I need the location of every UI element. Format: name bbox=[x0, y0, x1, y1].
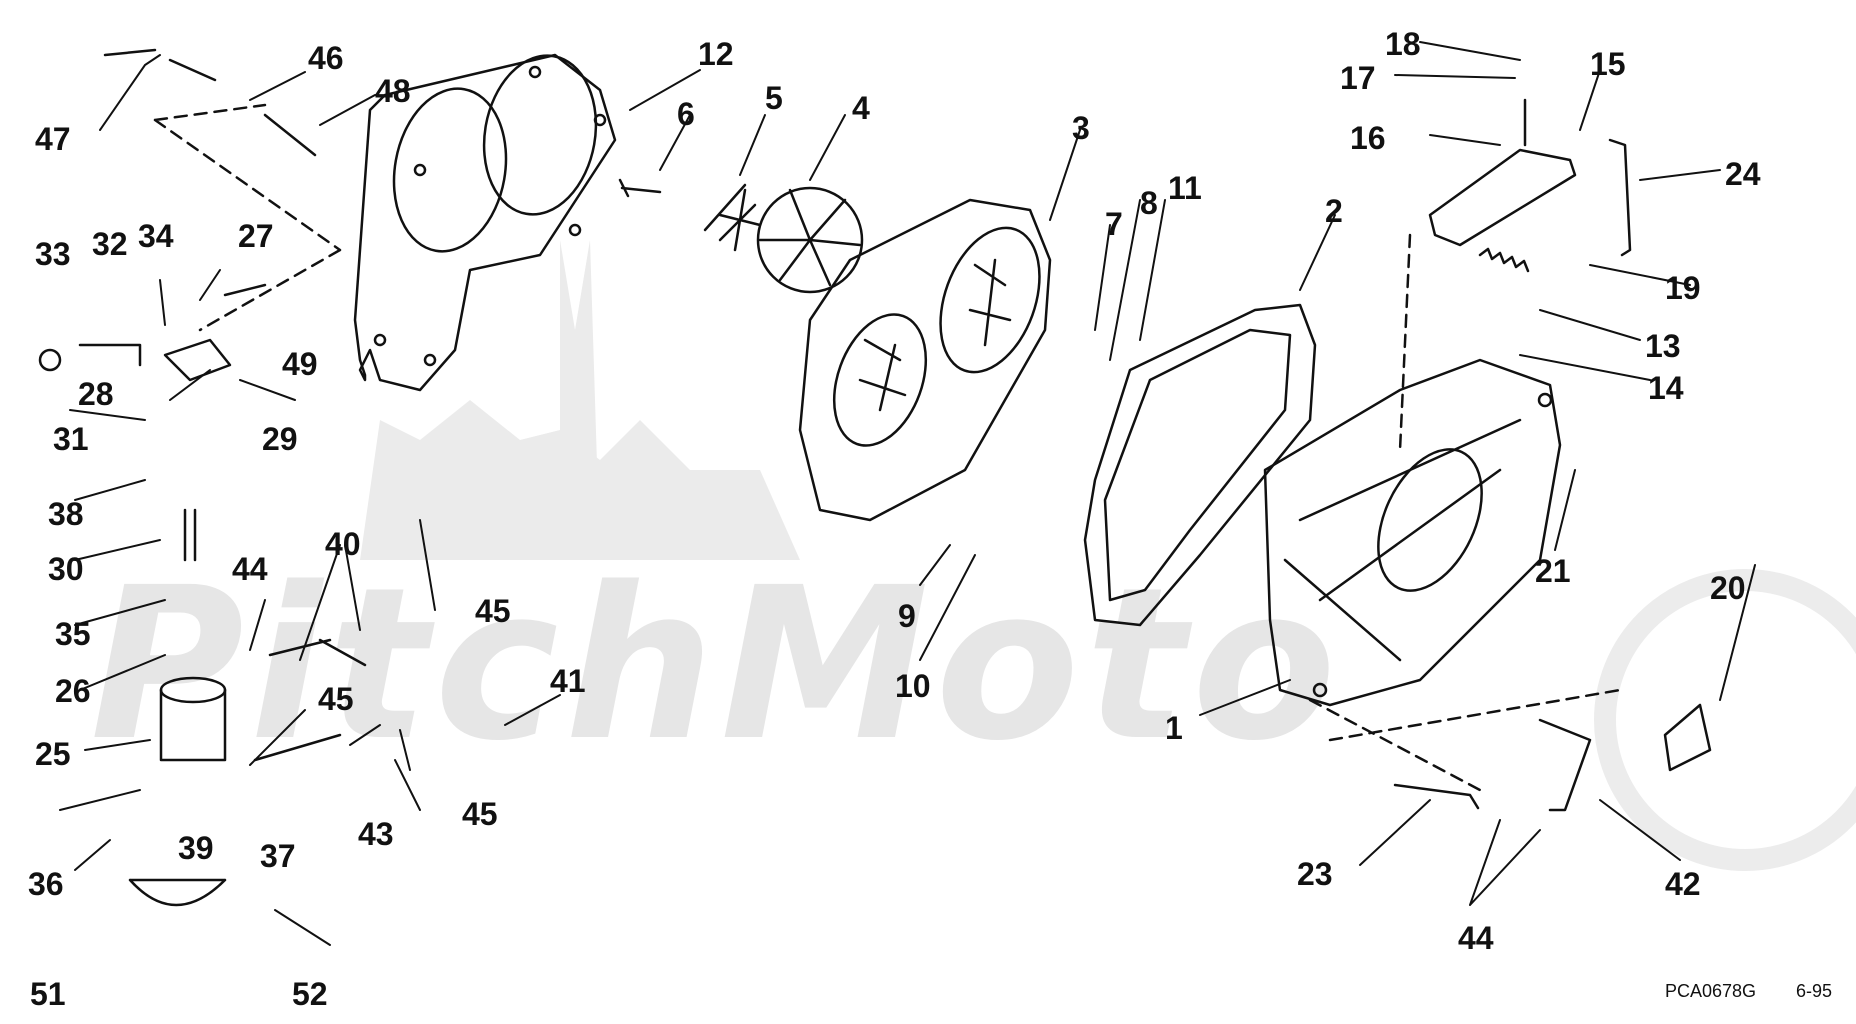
part-3-pump-body bbox=[798, 198, 1052, 522]
callout-14: 14 bbox=[1648, 370, 1684, 406]
callout-18: 18 bbox=[1385, 26, 1421, 62]
callout-15: 15 bbox=[1590, 46, 1626, 82]
callout-13: 13 bbox=[1645, 328, 1681, 364]
callout-49: 49 bbox=[282, 346, 318, 382]
assembly-lines bbox=[153, 103, 1622, 792]
part-47-hose bbox=[103, 48, 217, 82]
callout-40: 40 bbox=[325, 526, 361, 562]
callout-45-mid: 45 bbox=[318, 681, 354, 717]
callout-42: 42 bbox=[1665, 866, 1701, 902]
part-12-gasket bbox=[353, 53, 617, 392]
callout-44-right: 44 bbox=[1458, 920, 1494, 956]
callout-20: 20 bbox=[1710, 570, 1746, 606]
callout-45-bottom: 45 bbox=[462, 796, 498, 832]
callout-39: 39 bbox=[178, 830, 214, 866]
part-30-tube bbox=[183, 508, 197, 562]
callout-46: 46 bbox=[308, 40, 344, 76]
part-6-bolt bbox=[618, 178, 662, 198]
part-2-gasket bbox=[1083, 303, 1317, 627]
callout-31: 31 bbox=[53, 421, 89, 457]
part-1-cover bbox=[1263, 358, 1562, 707]
callout-38: 38 bbox=[48, 496, 84, 532]
callout-28: 28 bbox=[78, 376, 114, 412]
callout-23: 23 bbox=[1297, 856, 1333, 892]
callout-19: 19 bbox=[1665, 270, 1701, 306]
callout-21: 21 bbox=[1535, 553, 1571, 589]
watermark-church bbox=[360, 240, 800, 560]
watermark-wheel bbox=[1594, 569, 1856, 871]
part-29-plate bbox=[163, 338, 232, 382]
callout-52: 52 bbox=[292, 976, 328, 1012]
callout-29: 29 bbox=[262, 421, 298, 457]
callout-45-top: 45 bbox=[475, 593, 511, 629]
leader-lines bbox=[59, 41, 1756, 946]
callout-48: 48 bbox=[375, 73, 411, 109]
callout-5: 5 bbox=[765, 80, 783, 116]
part-48-hose bbox=[263, 113, 317, 157]
part-42-hose bbox=[1538, 718, 1592, 812]
callout-9: 9 bbox=[898, 598, 916, 634]
callout-4: 4 bbox=[852, 90, 870, 126]
callout-6: 6 bbox=[677, 96, 695, 132]
part-49-tube bbox=[223, 283, 267, 297]
part-16-lever bbox=[1428, 98, 1577, 247]
figure-code: PCA0678G bbox=[1665, 981, 1757, 1001]
callout-34: 34 bbox=[138, 218, 174, 254]
part-43-hose bbox=[253, 733, 342, 762]
callout-47: 47 bbox=[35, 121, 71, 157]
callout-33: 33 bbox=[35, 236, 71, 272]
callout-51: 51 bbox=[30, 976, 66, 1012]
part-40-hose bbox=[268, 638, 367, 667]
part-32-fitting bbox=[78, 343, 142, 367]
callout-43: 43 bbox=[358, 816, 394, 852]
callout-16: 16 bbox=[1350, 120, 1386, 156]
part-23-bolt bbox=[1393, 783, 1480, 810]
callout-27: 27 bbox=[238, 218, 274, 254]
callout-25: 25 bbox=[35, 736, 71, 772]
callout-30: 30 bbox=[48, 551, 84, 587]
part-5-valve bbox=[703, 183, 762, 252]
part-19-spring bbox=[1478, 247, 1530, 273]
figure-date: 6-95 bbox=[1796, 981, 1833, 1001]
part-33-cap bbox=[38, 348, 62, 372]
callout-35: 35 bbox=[55, 616, 91, 652]
callout-8: 8 bbox=[1140, 185, 1158, 221]
callout-26: 26 bbox=[55, 673, 91, 709]
callout-24: 24 bbox=[1725, 156, 1761, 192]
callout-10: 10 bbox=[895, 668, 931, 704]
callout-36: 36 bbox=[28, 866, 64, 902]
callout-37: 37 bbox=[260, 838, 296, 874]
callout-1: 1 bbox=[1165, 710, 1183, 746]
callout-7: 7 bbox=[1105, 206, 1123, 242]
callout-12: 12 bbox=[698, 36, 734, 72]
callout-44-left: 44 bbox=[232, 551, 268, 587]
callout-3: 3 bbox=[1072, 110, 1090, 146]
callout-2: 2 bbox=[1325, 193, 1343, 229]
part-25-filter bbox=[159, 676, 227, 762]
part-52-clamp bbox=[128, 878, 227, 907]
callout-41: 41 bbox=[550, 663, 586, 699]
part-20-clip bbox=[1663, 703, 1712, 772]
callout-11: 11 bbox=[1168, 170, 1202, 206]
part-24-rod bbox=[1608, 138, 1632, 257]
part-4-diaphragm bbox=[756, 186, 864, 294]
callout-17: 17 bbox=[1340, 60, 1376, 96]
callout-32: 32 bbox=[92, 226, 128, 262]
